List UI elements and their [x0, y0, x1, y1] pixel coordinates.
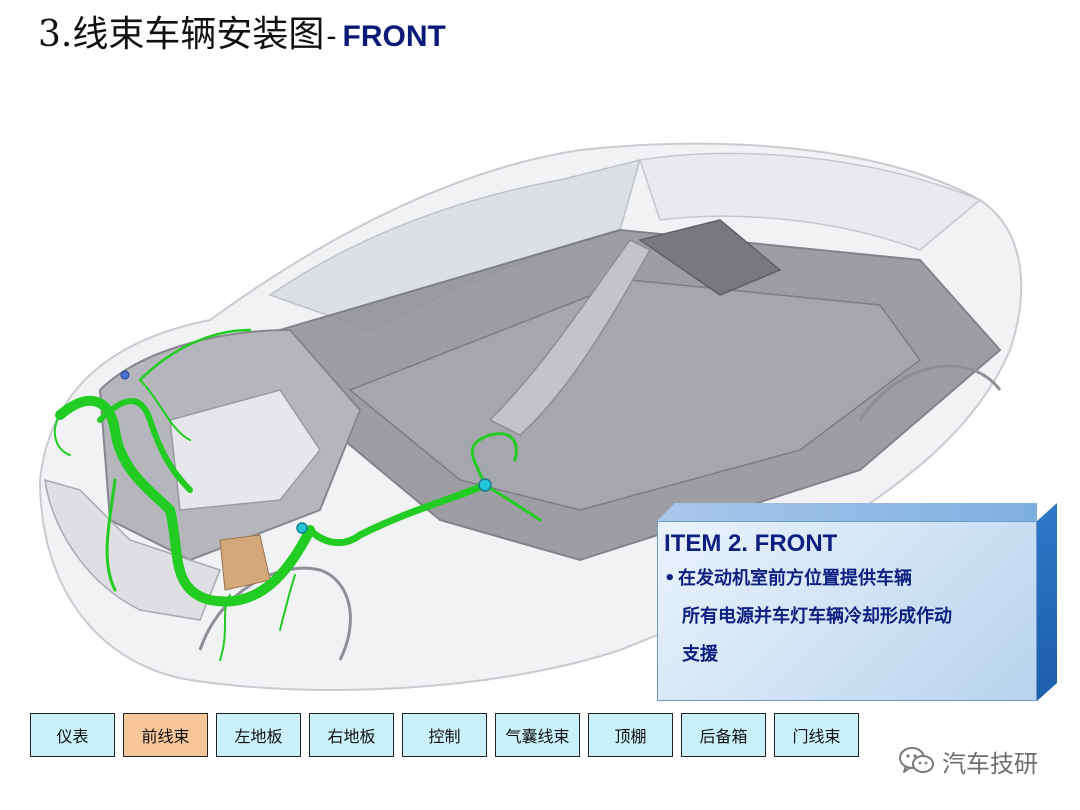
- info-callout-bevel-side: [1037, 503, 1057, 701]
- watermark-text: 汽车技研: [942, 749, 1038, 778]
- roof-glass: [639, 152, 982, 251]
- info-callout-body: ITEM 2. FRONT •在发动机室前方位置提供车辆 所有电源并车灯车辆冷却…: [657, 521, 1037, 701]
- info-line-2: 所有电源并车灯车辆冷却形成作动: [682, 606, 952, 627]
- info-heading: ITEM 2. FRONT: [664, 530, 838, 557]
- info-line-3: 支援: [682, 644, 718, 665]
- title-dash: -: [326, 19, 337, 54]
- nav-button-right-floor[interactable]: 右地板: [309, 713, 394, 757]
- nav-button-left-floor[interactable]: 左地板: [216, 713, 301, 757]
- watermark: 汽车技研: [898, 741, 1038, 781]
- connector-marker: [478, 478, 492, 492]
- nav-button-control[interactable]: 控制: [402, 713, 487, 757]
- info-line-1: •在发动机室前方位置提供车辆: [664, 560, 1026, 598]
- vehicle-harness-illustration: [38, 142, 1023, 691]
- connector-marker: [296, 522, 308, 534]
- engine-bay-floor: [169, 389, 321, 511]
- nav-button-door-harness[interactable]: 门线束: [774, 713, 859, 757]
- nav-button-headliner[interactable]: 顶棚: [588, 713, 673, 757]
- page-title: 3.线束车辆安装图-FRONT: [38, 10, 446, 62]
- nav-button-airbag-harness[interactable]: 气囊线束: [495, 713, 580, 757]
- title-main: 3.线束车辆安装图: [38, 14, 325, 55]
- connector-marker: [120, 370, 130, 380]
- harness-nav-bar: 仪表 前线束 左地板 右地板 控制 气囊线束 顶棚 后备箱 门线束: [30, 713, 859, 759]
- center-tunnel: [488, 239, 652, 436]
- nav-button-trunk[interactable]: 后备箱: [681, 713, 766, 757]
- bullet-icon: •: [664, 568, 676, 589]
- info-callout: ITEM 2. FRONT •在发动机室前方位置提供车辆 所有电源并车灯车辆冷却…: [657, 503, 1057, 703]
- front-wiring-harness: [53, 328, 542, 661]
- front-wheel-arch: [198, 566, 352, 661]
- title-tag: FRONT: [342, 20, 446, 53]
- rear-rail: [638, 219, 782, 296]
- wechat-icon: [899, 747, 934, 773]
- rear-wheel-arch: [858, 364, 1002, 421]
- info-callout-bevel-top: [657, 503, 1037, 521]
- nav-button-front-harness[interactable]: 前线束: [123, 713, 208, 757]
- nav-button-instrument[interactable]: 仪表: [30, 713, 115, 757]
